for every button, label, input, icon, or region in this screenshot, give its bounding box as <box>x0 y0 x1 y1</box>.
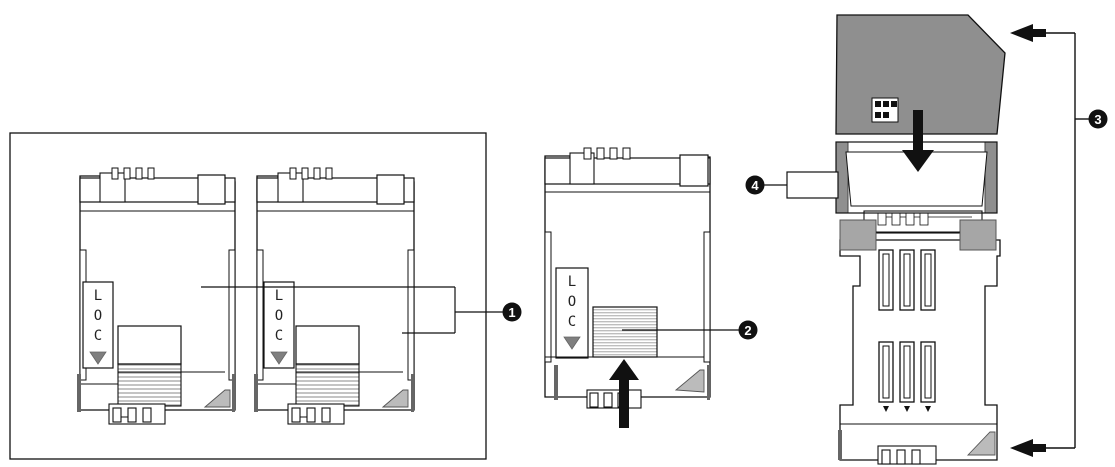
callout-badge-4: 4 <box>745 175 765 195</box>
numbered-circle-icon <box>738 320 758 340</box>
numbered-circle-icon <box>502 302 522 322</box>
numbered-circle-icon <box>1088 109 1108 129</box>
callout-3-bracket <box>1038 32 1089 449</box>
loc-letter-o: O <box>94 308 102 324</box>
arrow-up-icon <box>609 359 639 428</box>
framed-module-pair: L O C <box>9 132 503 460</box>
callout-4-leader <box>762 171 839 199</box>
callout-badge-1: 1 <box>502 302 522 322</box>
callout-number: 4 <box>751 178 759 193</box>
loc-letter-l: L <box>275 288 283 304</box>
striped-slot-icon <box>295 363 360 407</box>
triangle-down-icon <box>563 336 581 350</box>
loc-letter-o: O <box>275 308 283 324</box>
striped-slot-icon <box>117 363 182 407</box>
module-right: L O C <box>254 167 415 425</box>
callout-badge-3: 3 <box>1088 109 1108 129</box>
arrow-down-icon <box>902 110 934 172</box>
triangle-down-icon <box>270 351 288 365</box>
loc-letter-c: C <box>94 328 102 344</box>
striped-slot-icon <box>592 306 658 358</box>
loc-letter-l: L <box>568 274 576 290</box>
arrow-left-icon <box>1010 439 1046 457</box>
loc-letter-c: C <box>275 328 283 344</box>
loc-letter-l: L <box>94 288 102 304</box>
callout-number: 2 <box>744 323 751 338</box>
triangle-down-icon <box>89 351 107 365</box>
module-left: L O C <box>77 167 236 425</box>
callout-badge-2: 2 <box>738 320 758 340</box>
module-with-cover <box>762 14 1089 465</box>
loc-label-box <box>555 267 589 359</box>
arrow-left-icon <box>1010 24 1046 42</box>
callout-number: 3 <box>1094 112 1101 127</box>
single-module: L O C <box>544 147 742 428</box>
loc-letter-o: O <box>568 294 576 310</box>
callout-1-leaders <box>201 286 503 334</box>
callout-number: 1 <box>508 305 515 320</box>
panel-frame <box>9 132 487 460</box>
loc-letter-c: C <box>568 314 576 330</box>
numbered-circle-icon <box>745 175 765 195</box>
